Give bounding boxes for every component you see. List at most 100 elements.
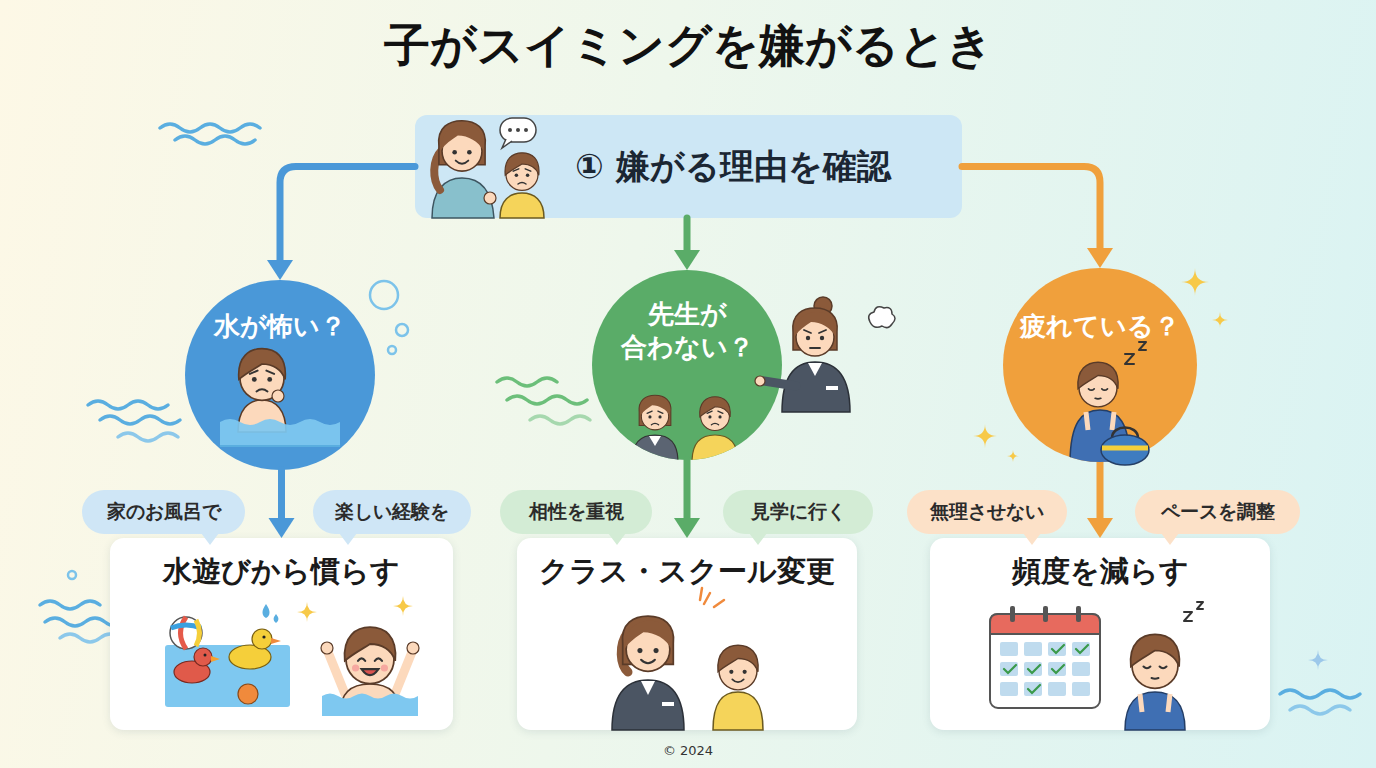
arrow-line (962, 167, 1100, 251)
tip-bubble: 楽しい経験を (313, 490, 471, 534)
flow-arrow (1087, 462, 1113, 538)
calendar-illustration-g-rect (1024, 662, 1042, 676)
parent-child-illustration-path (500, 193, 544, 218)
wave-lines-path (175, 136, 255, 144)
arrow-line (278, 470, 285, 520)
water-play-illustration-circle (407, 642, 419, 654)
teacher-children-illustration-g-path (632, 435, 678, 462)
action-box: 水遊びから慣らす (110, 538, 453, 730)
new-teacher-illustration-path (621, 632, 628, 672)
water-play-illustration-path (340, 684, 400, 714)
tip-bubble: 家のお風呂で (82, 490, 245, 534)
circle-shape (185, 280, 375, 470)
scared-child-illustration (220, 349, 340, 446)
teacher-children-illustration-g-g-use (700, 397, 731, 431)
scared-child-illustration-path (220, 419, 340, 446)
calendar-illustration-g-rect (1000, 662, 1018, 676)
sparkles-path (1007, 450, 1019, 462)
water-play-illustration-path (211, 656, 220, 662)
calendar-illustration-path (1004, 645, 1088, 693)
calendar-illustration (990, 606, 1100, 708)
tired-child-illustration-g-use (1078, 362, 1118, 407)
arrow-line (1097, 462, 1104, 520)
water-play-illustration-circle (204, 654, 207, 657)
teacher-children-illustration-circle (755, 376, 765, 386)
wave-lines-path (1290, 706, 1350, 714)
calendar-illustration-g-rect (1000, 642, 1018, 656)
teacher-children-illustration-path (808, 363, 822, 376)
tired-child-illustration-g-path (1086, 412, 1114, 430)
tip-bubble: 無理させない (907, 490, 1067, 534)
new-teacher-illustration-g (718, 645, 758, 690)
scared-child-illustration-circle (272, 390, 284, 402)
teacher-children-illustration-g-g (700, 397, 731, 431)
parent-child-illustration (432, 118, 544, 218)
arrow-line (280, 167, 415, 263)
sparkles-path (973, 424, 997, 448)
bubbles-circle (388, 346, 396, 354)
action-box: クラス・スクール変更 (517, 538, 857, 730)
water-play-illustration-circle (170, 617, 202, 649)
tired-child-illustration-path (1102, 446, 1148, 451)
flow-arrow (674, 218, 700, 270)
diagram-title: 子がスイミングを嫌がるとき (0, 18, 1376, 73)
arrow-head (674, 518, 700, 538)
water-play-illustration-path (274, 614, 279, 623)
calendar-illustration-rect (990, 614, 1100, 708)
node-label: 先生が 合わない？ (606, 298, 768, 365)
scared-child-illustration-g-use (250, 371, 274, 392)
water-play-illustration-path (328, 652, 345, 694)
question-circle: 先生が 合わない？ (592, 270, 782, 460)
teacher-children-illustration-g-g (639, 395, 671, 430)
node-label: 頻度を減らす (930, 552, 1270, 592)
resting-child-illustration-path (1125, 692, 1185, 730)
circle-shape (1003, 268, 1197, 462)
new-teacher-illustration-g-use (622, 616, 673, 671)
water-play-illustration-circle (262, 635, 265, 638)
calendar-illustration-g-rect (1072, 682, 1090, 696)
node-label: 家のお風呂で (107, 499, 221, 525)
arrow-line (684, 218, 691, 252)
tired-child-illustration-g (1078, 362, 1118, 407)
tired-child-illustration (1070, 342, 1149, 465)
water-play-illustration-circle (321, 642, 333, 654)
tired-child-illustration-g (1070, 410, 1130, 464)
teacher-children-illustration-rect (826, 386, 838, 390)
node-text-group: 家のお風呂で (107, 499, 221, 525)
node-text-group: 頻度を減らす (930, 552, 1270, 592)
node-label: ① 嫌がる理由を確認 (575, 144, 891, 190)
new-teacher-illustration-g (622, 616, 673, 671)
parent-child-illustration-circle (484, 192, 496, 204)
tired-child-illustration-g-path (1070, 410, 1130, 464)
new-teacher-illustration (612, 588, 763, 730)
scared-child-illustration-path (238, 400, 286, 432)
water-play-illustration-path (395, 652, 412, 694)
teacher-children-illustration-g-g-use (639, 395, 671, 430)
calendar-illustration-g-rect (1048, 662, 1066, 676)
node-text-group: 水遊びから慣らす (110, 552, 453, 592)
water-play-illustration (165, 596, 419, 716)
calendar-illustration-g-rect (1048, 682, 1066, 696)
resting-child-illustration-g (1131, 634, 1180, 688)
process-box: ① 嫌がる理由を確認 (415, 115, 962, 218)
wave-lines-path (100, 416, 180, 424)
node-label: クラス・スクール変更 (517, 552, 857, 592)
wave-lines-path (507, 396, 587, 404)
parent-child-illustration-path (432, 178, 494, 218)
calendar-illustration-g-rect (1072, 662, 1090, 676)
node-text-group: ① 嫌がる理由を確認 (575, 144, 891, 190)
node-label: 相性を重視 (529, 499, 624, 525)
teacher-children-illustration-g (632, 395, 738, 462)
parent-child-illustration-path (434, 150, 442, 190)
node-label: 疲れている？ (1017, 310, 1183, 343)
water-play-illustration-path (196, 620, 200, 646)
calendar-illustration-rect (1010, 606, 1015, 622)
calendar-illustration-g-rect (1072, 642, 1090, 656)
teacher-children-illustration-path (782, 362, 850, 412)
water-play-illustration-path (297, 602, 317, 622)
arrow-line (684, 460, 691, 520)
action-box: 頻度を減らす (930, 538, 1270, 730)
calendar-illustration-rect (1043, 606, 1048, 622)
